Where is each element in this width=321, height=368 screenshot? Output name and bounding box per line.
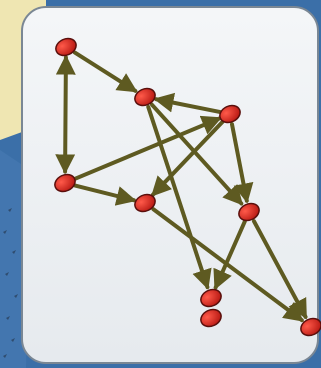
hud: graph-puzzle <box>0 0 1 1</box>
edge-a-d <box>65 57 66 171</box>
game-type: graph-puzzle <box>0 0 1 1</box>
